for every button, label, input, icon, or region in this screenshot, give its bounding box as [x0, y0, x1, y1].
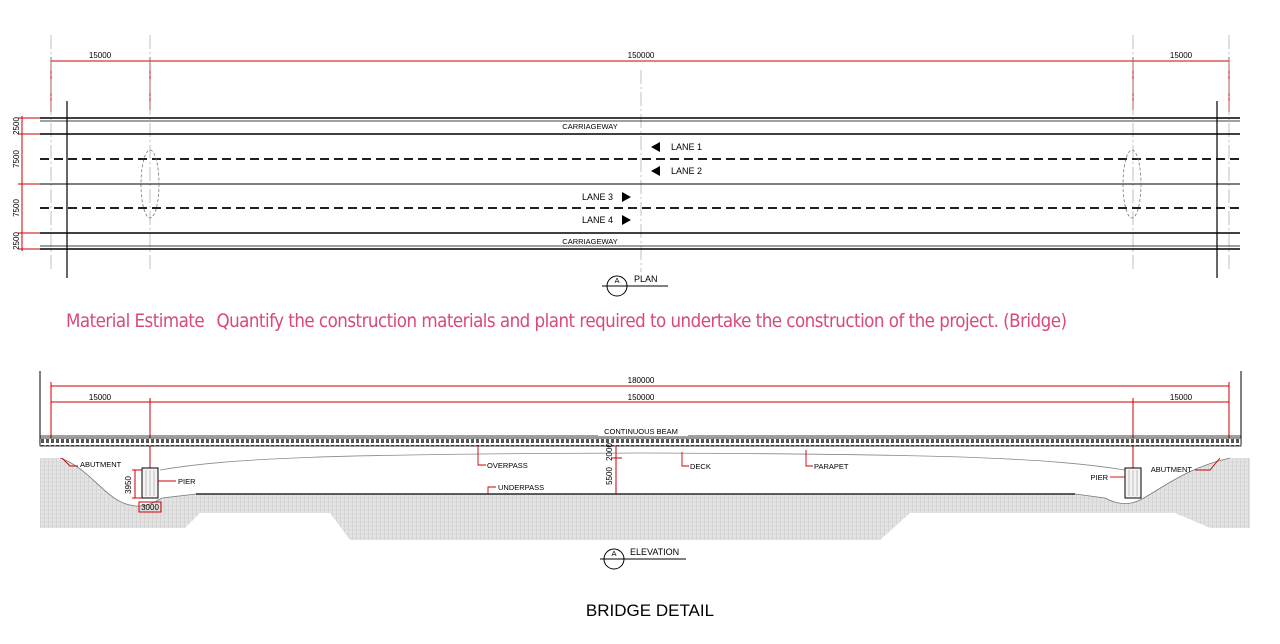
plan-left-dimensions	[18, 116, 40, 251]
elevation-marker-letter: A	[611, 549, 616, 558]
plan-section-marker: A PLAN	[602, 274, 668, 297]
plan-view: 15000 150000 15000	[12, 35, 1240, 297]
lane-1-arrow-icon	[651, 142, 660, 152]
elev-dim-left: 15000	[89, 393, 112, 402]
plan-end-lines	[66, 101, 1218, 278]
carriageway-top-label: CARRIAGEWAY	[562, 122, 617, 131]
note-heading: Material Estimate	[66, 310, 205, 332]
elev-dim-center: 150000	[628, 393, 655, 402]
ground-fill	[40, 458, 1250, 540]
elevation-dimensions	[50, 382, 1230, 470]
lane-1-label: LANE 1	[671, 142, 702, 152]
lane-3-label: LANE 3	[582, 192, 613, 202]
abutment-right-label: ABUTMENT	[1151, 465, 1193, 474]
deck-soffit	[159, 452, 1126, 471]
material-estimate-note: Material Estimate Quantify the constructi…	[66, 310, 1104, 332]
pier-height-dim: 3950	[124, 476, 133, 494]
plan-vdim-4: 2500	[12, 232, 21, 250]
plan-marker-letter: A	[614, 276, 619, 285]
lane-4-label: LANE 4	[582, 215, 613, 225]
deck-depth-dim: 2000	[605, 443, 614, 461]
plan-title: PLAN	[634, 274, 658, 284]
lane-2-arrow-icon	[651, 166, 660, 176]
elevation-view: 180000 15000 150000 15000 CONTINUOUS BEA…	[39, 371, 1250, 570]
page-title: BRIDGE DETAIL	[585, 601, 715, 620]
continuous-beam	[39, 435, 1242, 447]
pier-width-dim: 3000	[141, 503, 159, 512]
lane-3-arrow-icon	[622, 192, 631, 202]
underpass-label: UNDERPASS	[498, 483, 544, 492]
elev-dim-total: 180000	[628, 376, 655, 385]
leader-lines	[61, 446, 1221, 494]
plan-centerlines	[50, 35, 1230, 272]
pier-right-label: PIER	[1090, 473, 1108, 482]
clearance-dim: 5500	[605, 467, 614, 485]
plan-pier-outlines	[140, 149, 1142, 219]
plan-dim-left: 15000	[89, 51, 112, 60]
lane-4-arrow-icon	[622, 215, 631, 225]
elevation-section-marker: A ELEVATION	[600, 547, 686, 570]
pier-right	[1124, 467, 1142, 499]
overpass-label: OVERPASS	[487, 461, 528, 470]
plan-road-edges	[40, 117, 1240, 250]
plan-top-dimensions	[50, 57, 1230, 112]
pier-left-label: PIER	[178, 477, 196, 486]
elev-dim-right: 15000	[1170, 393, 1193, 402]
plan-vdim-2: 7500	[12, 150, 21, 168]
note-text: Quantify the construction materials and …	[216, 310, 1067, 332]
pier-dimensions	[132, 446, 622, 513]
plan-vdim-1: 2500	[12, 117, 21, 135]
elevation-title: ELEVATION	[630, 547, 679, 557]
abutment-left-label: ABUTMENT	[80, 460, 122, 469]
plan-lane-dividers	[40, 158, 1240, 209]
elevation-end-lines	[39, 371, 1242, 444]
parapet-label: PARAPET	[814, 462, 849, 471]
lane-2-label: LANE 2	[671, 166, 702, 176]
beam-label: CONTINUOUS BEAM	[604, 427, 678, 436]
plan-dim-center: 150000	[628, 51, 655, 60]
deck-label: DECK	[690, 462, 711, 471]
carriageway-bottom-label: CARRIAGEWAY	[562, 237, 617, 246]
plan-dim-right: 15000	[1170, 51, 1193, 60]
pier-left	[141, 467, 159, 499]
plan-vdim-3: 7500	[12, 199, 21, 217]
